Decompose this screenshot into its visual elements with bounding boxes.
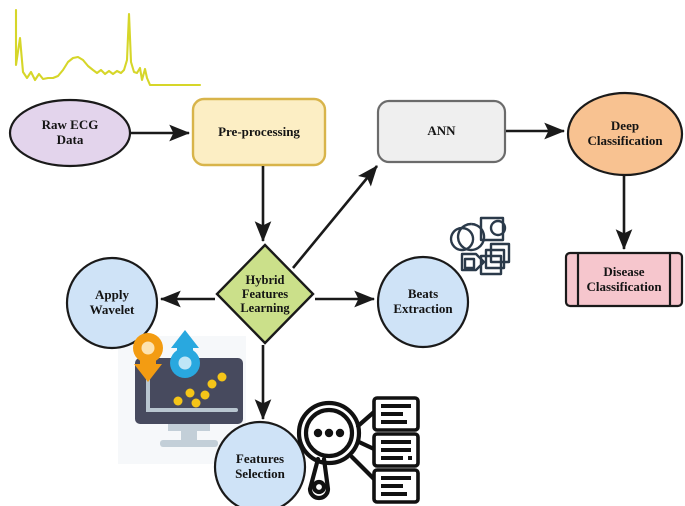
layers-extraction-icon <box>449 216 511 276</box>
node-features-selection[interactable] <box>213 420 307 506</box>
node-raw-ecg-data[interactable] <box>8 98 132 168</box>
node-beats-extraction[interactable] <box>376 255 470 349</box>
node-deep-classification[interactable] <box>566 91 684 177</box>
edge-hybrid-to-ann <box>291 165 379 269</box>
magnifier-documents-icon <box>296 400 377 501</box>
node-apply-wavelet[interactable] <box>65 256 159 350</box>
node-disease-classification[interactable] <box>564 251 684 308</box>
node-hybrid-features-learning[interactable] <box>215 243 315 345</box>
monitor-analytics-icon <box>133 330 243 447</box>
node-pre-processing[interactable] <box>191 97 327 167</box>
node-ann[interactable] <box>376 99 507 164</box>
magnifier-dots <box>313 428 345 438</box>
ecg-waveform-icon <box>14 8 202 87</box>
document-cards-icon <box>372 396 420 504</box>
